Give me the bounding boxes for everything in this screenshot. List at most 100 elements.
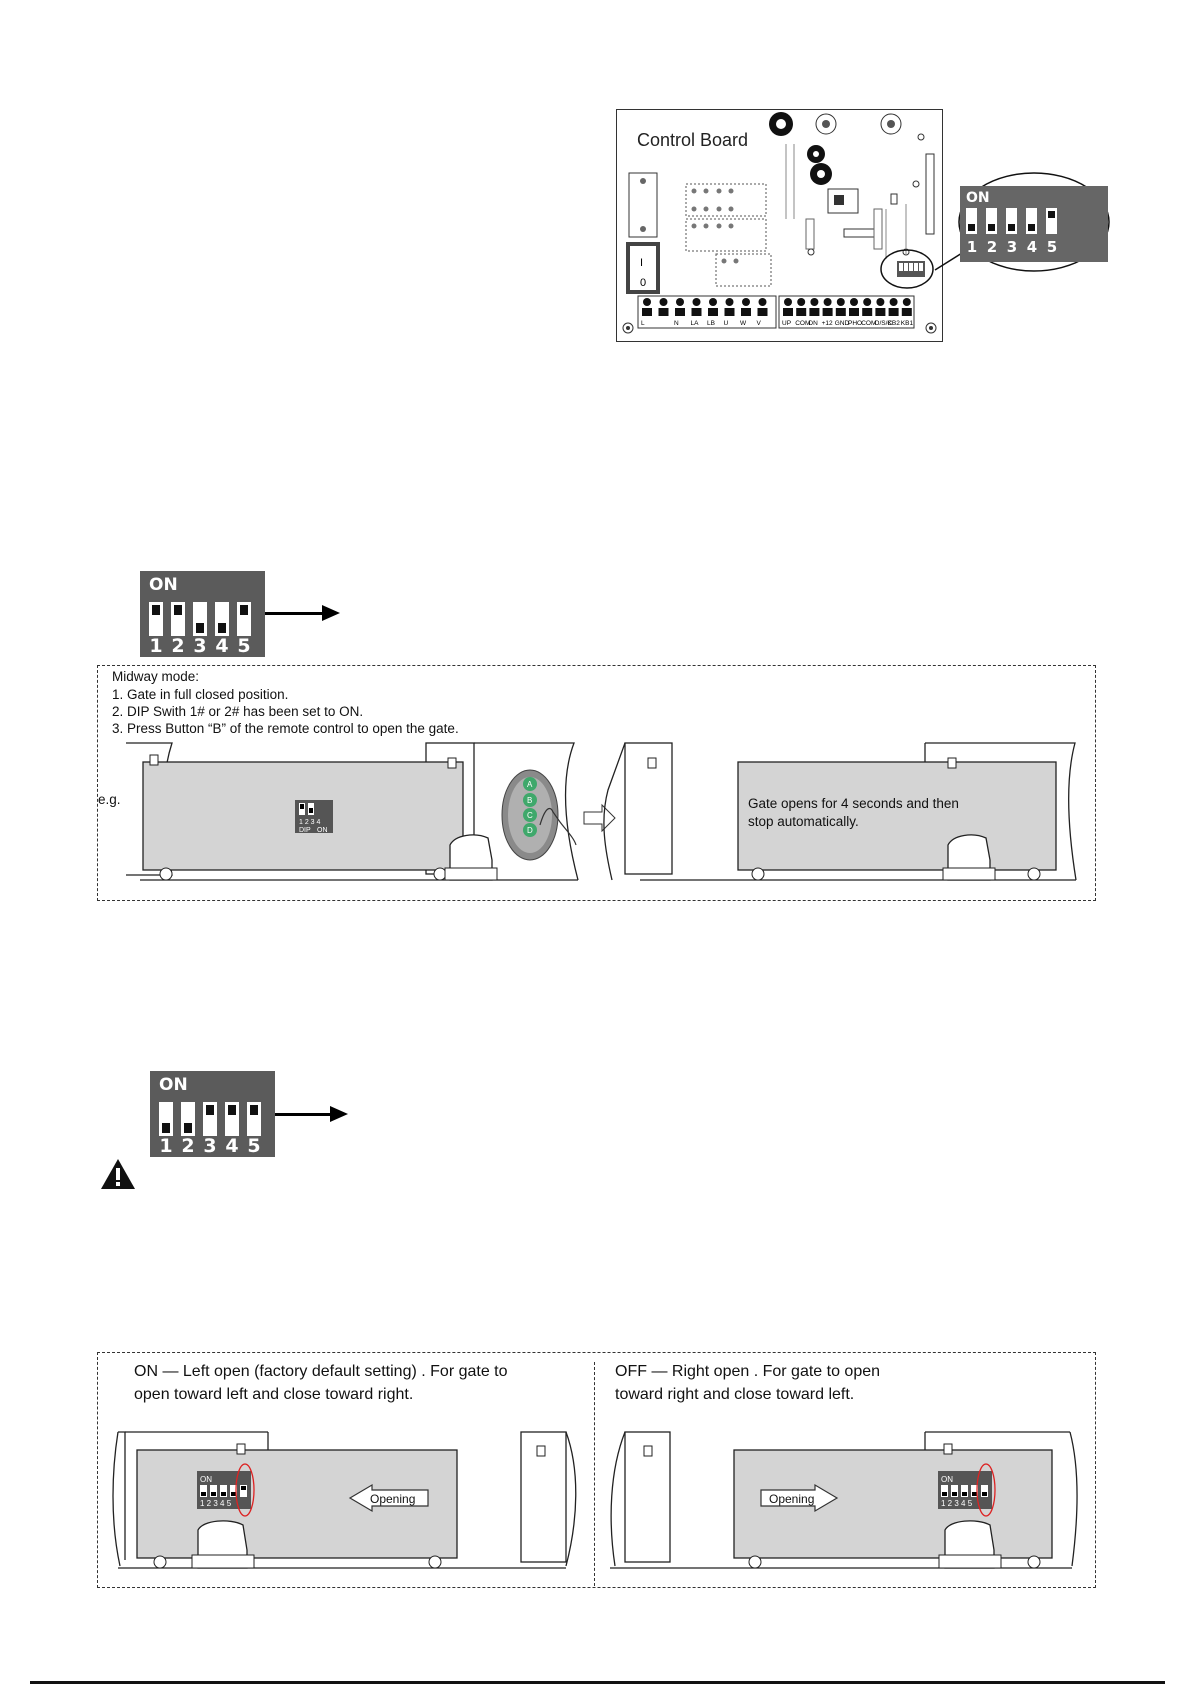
midway-step-3: 3. Press Button “B” of the remote contro…: [112, 721, 459, 736]
board-terminal-right-label-3: +12: [822, 320, 833, 327]
direction-right-line-2: toward right and close toward left.: [615, 1386, 855, 1403]
board-terminal-left-screw-0: [643, 298, 651, 306]
dip2-switch-number-4: 4: [225, 1135, 239, 1157]
board-terminal-left-slot-1: [658, 308, 669, 316]
left-opening-arrow-icon: [348, 1483, 429, 1513]
midway-result-line-1: Gate opens for 4 seconds and then: [748, 796, 959, 811]
board-terminal-right-slot-3: [822, 308, 833, 316]
right-opening-arrow-icon: [760, 1483, 839, 1513]
board-terminal-right-slot-9: [901, 308, 912, 316]
board-terminal-left-screw-6: [742, 298, 750, 306]
board-terminal-left-label-5: U: [724, 320, 729, 327]
dip1-switch-number-3: 3: [193, 635, 207, 657]
board-terminal-left-screw-7: [758, 298, 767, 306]
right-mini-dip-numbers: 1 2 3 4 5: [941, 1499, 973, 1508]
open-gate-leaf: [737, 761, 1057, 871]
midway-result-line-2: stop automatically.: [748, 814, 859, 829]
right-mini-switches-knob-4: [972, 1492, 977, 1496]
midway-step-2: 2. DIP Swith 1# or 2# has been set to ON…: [112, 704, 364, 719]
dip2-switch-4: [225, 1102, 239, 1136]
dip1-switch-number-1: 1: [149, 635, 163, 657]
dip2-switch-knob-3: [206, 1105, 214, 1115]
board-terminal-left-screw-5: [725, 298, 734, 306]
dip2-switch-5: [247, 1102, 261, 1136]
board-terminal-left-slot-2: [675, 308, 685, 316]
board-terminal-left-label-0: L: [641, 320, 645, 327]
midway-mode-panel: [97, 665, 1096, 901]
power-on-mark: I: [640, 257, 643, 269]
dip2-switch-number-3: 3: [203, 1135, 217, 1157]
zoom-dip-number-1: 1: [966, 238, 978, 256]
warning-icon: [101, 1159, 135, 1189]
dip2-switch-2: [181, 1102, 195, 1136]
dip1-switch-3: [193, 602, 207, 636]
left-opening-label: Opening: [370, 1492, 415, 1506]
board-terminal-right-screw-8: [889, 298, 898, 306]
mini-dip-numbers: 1 2 3 4: [299, 819, 321, 826]
hand-icon: [539, 807, 577, 846]
board-terminal-left-slot-0: [642, 308, 652, 316]
dip1-switch-knob-5: [240, 605, 248, 615]
board-terminal-left-label-4: LB: [707, 320, 715, 327]
dip2-switch-number-5: 5: [247, 1135, 261, 1157]
board-terminal-left-screw-1: [659, 298, 668, 306]
zoom-dip-knob-4: [1028, 224, 1035, 231]
remote-label-c: C: [527, 811, 533, 820]
dip2-switch-3: [203, 1102, 217, 1136]
board-terminal-left-label-6: W: [740, 320, 747, 327]
zoom-dip-number-5: 5: [1046, 238, 1058, 256]
board-terminal-left-label-3: LA: [691, 320, 700, 327]
zoom-dip-on-label: ON: [966, 190, 990, 206]
dip2-switch-knob-2: [184, 1123, 192, 1133]
midway-eg-label: e.g.: [98, 792, 121, 807]
board-terminal-right-label-8: KB2: [888, 320, 901, 327]
dip1-switch-knob-4: [218, 623, 226, 633]
left-mini-switches-switch-2: [210, 1485, 217, 1497]
board-terminal-left-screw-4: [709, 298, 717, 306]
zoom-dip-switch-5: [1046, 208, 1057, 234]
board-terminal-right-screw-1: [797, 298, 806, 306]
board-terminal-right-screw-6: [863, 298, 872, 306]
remote-button-d: [523, 823, 537, 837]
right-opening-label: Opening: [769, 1492, 814, 1506]
remote-button-a: [523, 777, 537, 791]
direction-right-line-1: OFF — Right open . For gate to open: [615, 1363, 881, 1380]
dip2-switch-knob-5: [250, 1105, 258, 1115]
remote-label-d: D: [527, 826, 533, 835]
left-mini-switches-knob-1: [201, 1492, 206, 1496]
right-mini-dip-on: ON: [941, 1475, 953, 1484]
left-mini-dip-numbers: 1 2 3 4 5: [200, 1499, 232, 1508]
dip1-switch-knob-1: [152, 605, 160, 615]
dip2-switch-number-2: 2: [181, 1135, 195, 1157]
dip1-switch-5: [237, 602, 251, 636]
zoom-dip-switch-2: [986, 208, 997, 234]
board-terminal-right-slot-2: [809, 308, 820, 316]
left-dip5-highlight: [235, 1463, 255, 1517]
left-mini-switches-switch-4: [230, 1485, 237, 1497]
board-terminal-right-label-9: KB1: [901, 320, 914, 327]
right-mini-switches-switch-4: [971, 1485, 978, 1497]
left-mini-switches-switch-3: [220, 1485, 227, 1497]
board-terminal-left-slot-5: [724, 308, 735, 316]
direction-panel: [97, 1352, 1096, 1588]
right-dip5-highlight: [976, 1463, 996, 1517]
board-terminal-right-screw-3: [823, 298, 832, 306]
left-mini-dip-on: ON: [200, 1475, 212, 1484]
dip2-arrow-head: [330, 1106, 348, 1122]
dip1-arrow-head: [322, 605, 340, 621]
zoom-dip-switch-3: [1006, 208, 1017, 234]
mini-dip-dip-label: DIP: [299, 827, 311, 834]
board-terminal-right-slot-8: [888, 308, 899, 316]
direction-left-line-1: ON — Left open (factory default setting)…: [134, 1363, 508, 1380]
board-terminal-right-screw-9: [902, 298, 911, 306]
board-terminal-right-label-5: PHO: [848, 320, 862, 327]
dip2-arrow-line: [275, 1113, 331, 1116]
zoom-dip-switch-4: [1026, 208, 1037, 234]
board-terminal-left-screw-2: [676, 298, 684, 306]
board-terminal-right-screw-7: [876, 298, 885, 306]
board-terminal-right-slot-4: [835, 308, 846, 316]
right-mini-switches-switch-3: [961, 1485, 968, 1497]
dip1-switch-2: [171, 602, 185, 636]
